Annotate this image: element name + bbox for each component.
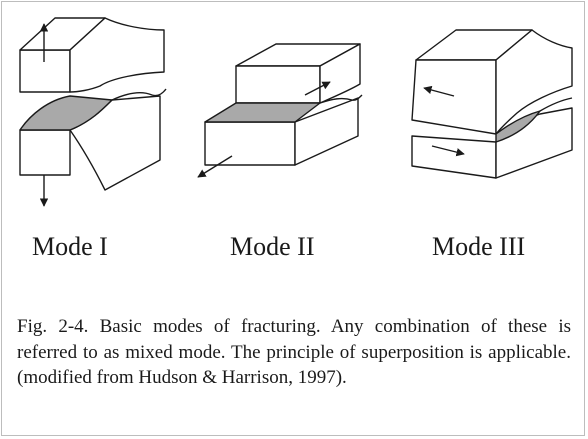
mode-3-arrow-right <box>431 145 465 157</box>
mode-3-upper-right <box>495 29 573 135</box>
mode-1-upper-right <box>69 17 165 93</box>
mode-2-lower-right <box>294 97 359 166</box>
mode-3-crack-line <box>539 97 573 112</box>
mode-1-block <box>19 17 165 191</box>
mode-2-lower-front <box>204 121 296 166</box>
mode-3-label: Mode III <box>432 232 526 261</box>
mode-2-label: Mode II <box>230 232 315 261</box>
mode-3-upper-front <box>411 59 497 135</box>
mode-2-upper-front <box>235 65 321 104</box>
mode-3-fracture-surface <box>495 110 541 143</box>
mode-1-upper-front <box>19 49 71 93</box>
mode-3-block <box>411 29 573 179</box>
mode-2-arrow-backward <box>197 155 233 178</box>
mode-3-arrow-left <box>423 85 455 97</box>
mode-1-lower-front <box>19 129 71 176</box>
mode-2-crack-line <box>319 94 363 104</box>
mode-3-lower-front <box>411 135 497 179</box>
figure-caption: Fig. 2-4. Basic modes of fracturing. Any… <box>17 316 571 388</box>
mode-2-arrow-forward <box>304 81 331 96</box>
mode-2-block <box>204 43 361 166</box>
mode-1-label: Mode I <box>32 232 108 261</box>
mode-1-crack-line <box>111 88 167 101</box>
fracture-modes-diagram <box>19 17 573 207</box>
